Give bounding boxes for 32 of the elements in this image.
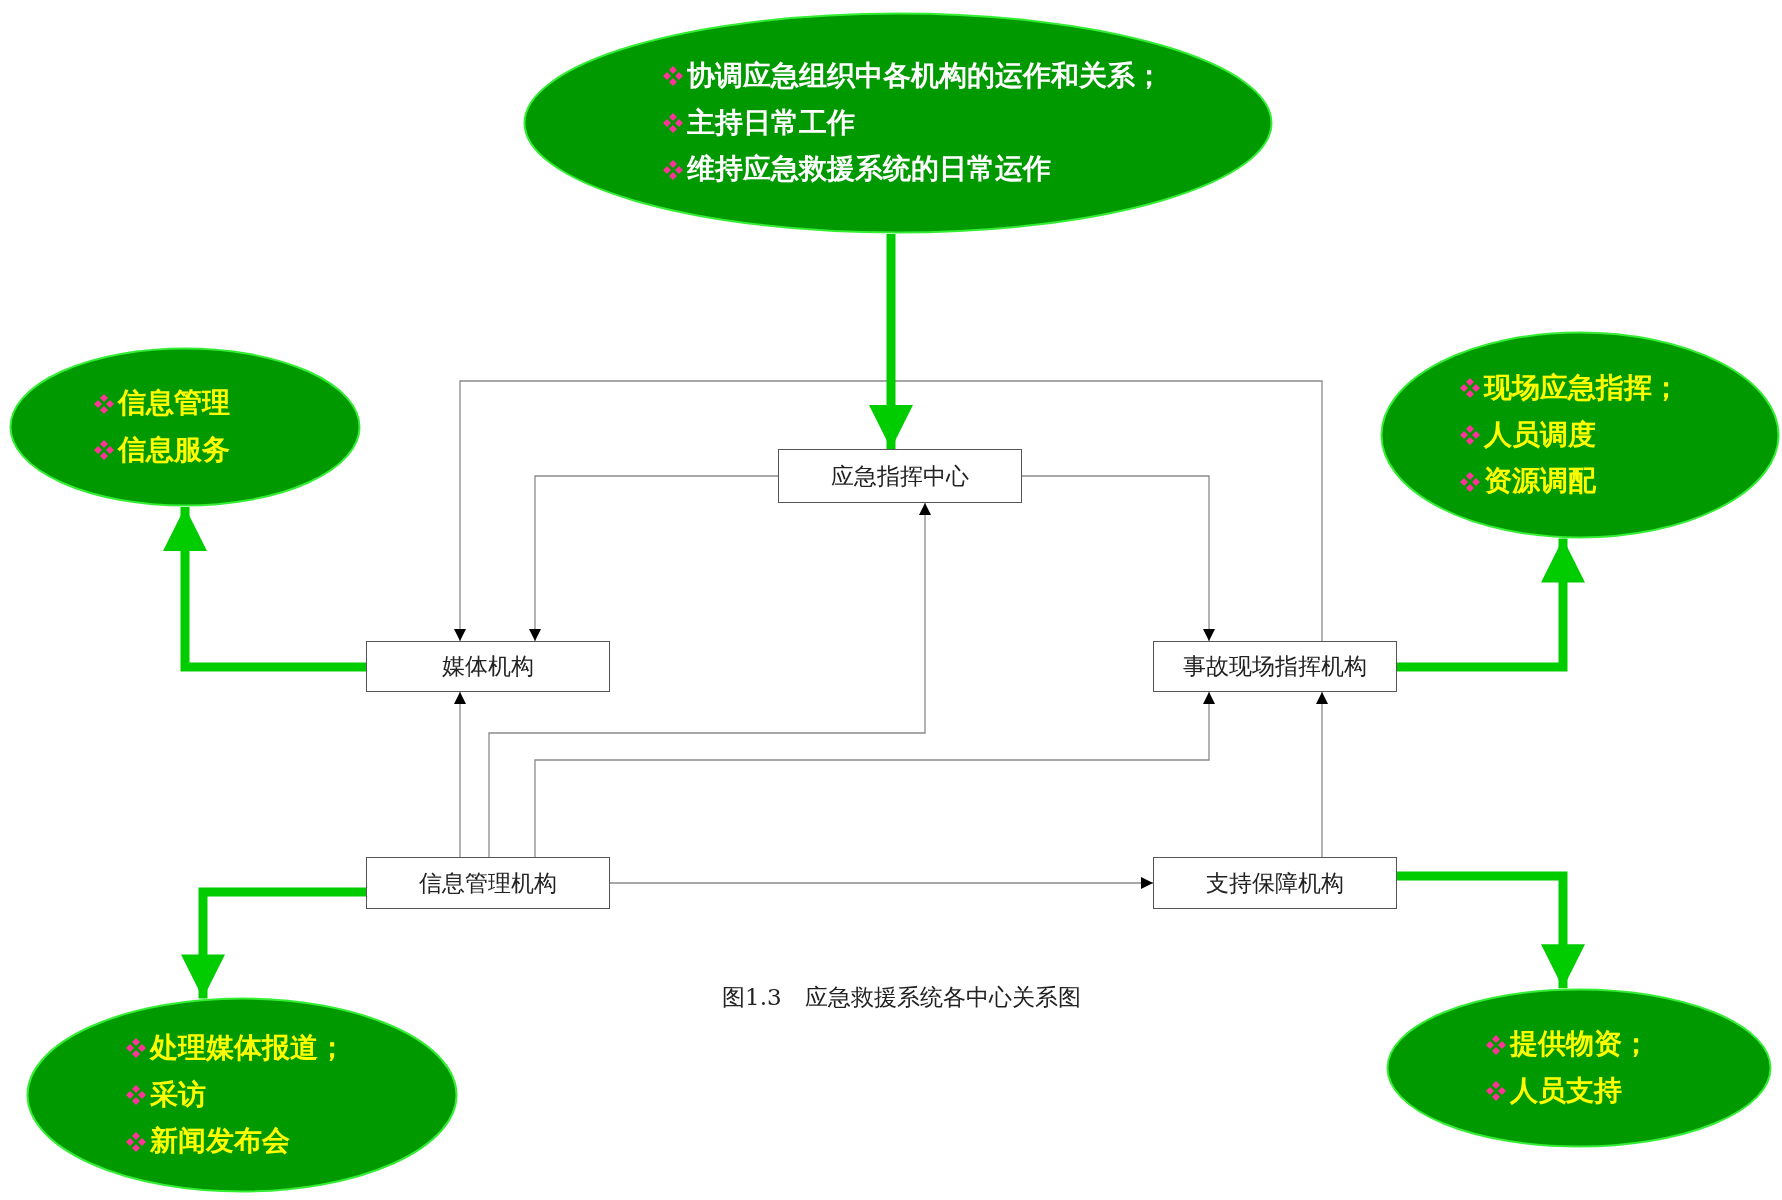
arrow — [1021, 475, 1215, 642]
bullet-text: 资源调配 — [1484, 466, 1596, 498]
process-box: 事故现场指挥机构 — [1153, 641, 1397, 692]
bullet-text: 协调应急组织中各机构的运作和关系； — [687, 60, 1163, 92]
process-box: 媒体机构 — [366, 641, 610, 692]
arrow — [454, 380, 1323, 642]
thick-arrow — [163, 507, 366, 672]
thick-arrow — [1397, 538, 1585, 672]
bullet-text: 维持应急救援系统的日常运作 — [687, 154, 1051, 186]
process-box: 信息管理机构 — [366, 857, 610, 909]
arrow — [454, 691, 466, 858]
bullet-text: 新闻发布会 — [150, 1126, 290, 1158]
thick-arrow — [869, 234, 913, 449]
bullet-text: 提供物资； — [1510, 1029, 1650, 1060]
thick-arrow — [1397, 871, 1585, 989]
figure-caption: 图1.3 应急救援系统各中心关系图 — [722, 983, 1081, 1012]
arrow — [534, 691, 1215, 858]
arrow — [529, 475, 779, 642]
bullet-text: 主持日常工作 — [687, 107, 855, 139]
process-box: 支持保障机构 — [1153, 857, 1397, 909]
bullet-text: 人员支持 — [1510, 1076, 1622, 1107]
arrow — [488, 502, 931, 858]
bullet-text: 处理媒体报道； — [150, 1032, 346, 1064]
thick-arrow — [181, 887, 366, 999]
bullet-text: 人员调度 — [1484, 419, 1596, 451]
bullet-text: 采访 — [150, 1079, 206, 1111]
arrow — [1316, 691, 1328, 858]
bullet-text: 现场应急指挥； — [1484, 372, 1680, 404]
arrow — [609, 877, 1154, 889]
process-box: 应急指挥中心 — [778, 449, 1022, 503]
bullet-text: 信息管理 — [118, 388, 230, 419]
bullet-text: 信息服务 — [118, 435, 230, 466]
